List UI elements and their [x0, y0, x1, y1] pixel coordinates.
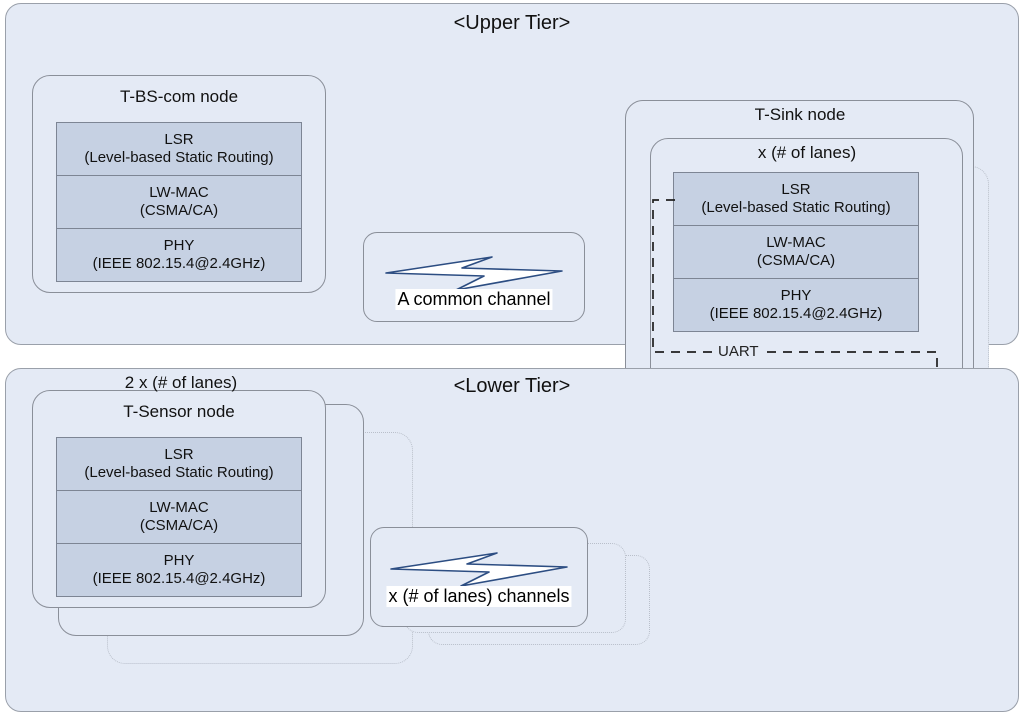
stack-layer-phy: PHY (IEEE 802.15.4@2.4GHz)	[674, 279, 918, 331]
stack-layer-lwmac: LW-MAC (CSMA/CA)	[57, 176, 301, 229]
layer-sublabel: (CSMA/CA)	[756, 252, 836, 269]
common-channel-label: A common channel	[395, 289, 553, 310]
t-sensor-lanes-label: 2 x (# of lanes)	[124, 373, 238, 392]
layer-sublabel: (Level-based Static Routing)	[84, 464, 274, 481]
protocol-stack-sink-upper: LSR (Level-based Static Routing) LW-MAC …	[673, 172, 919, 332]
stack-layer-lsr: LSR (Level-based Static Routing)	[57, 438, 301, 491]
layer-sublabel: (Level-based Static Routing)	[84, 149, 274, 166]
layer-name: LW-MAC	[149, 184, 209, 202]
stack-layer-lwmac: LW-MAC (CSMA/CA)	[57, 491, 301, 544]
layer-sublabel: (CSMA/CA)	[139, 202, 219, 219]
stack-layer-lsr: LSR (Level-based Static Routing)	[57, 123, 301, 176]
layer-name: LW-MAC	[149, 499, 209, 517]
lightning-bolt-icon	[389, 539, 569, 594]
layer-name: LW-MAC	[766, 234, 826, 252]
stack-layer-lwmac: LW-MAC (CSMA/CA)	[674, 226, 918, 279]
layer-name: PHY	[163, 237, 195, 255]
t-sensor-node-title: T-Sensor node	[123, 402, 235, 421]
stack-layer-lsr: LSR (Level-based Static Routing)	[674, 173, 918, 226]
layer-name: PHY	[780, 287, 812, 305]
t-sink-node-title: T-Sink node	[754, 105, 846, 124]
layer-sublabel: (IEEE 802.15.4@2.4GHz)	[92, 255, 266, 272]
lightning-bolt-icon	[384, 243, 564, 298]
lane-channels-label: x (# of lanes) channels	[386, 586, 572, 607]
layer-sublabel: (IEEE 802.15.4@2.4GHz)	[709, 305, 883, 322]
layer-name: LSR	[164, 131, 194, 149]
layer-name: PHY	[163, 552, 195, 570]
layer-name: LSR	[781, 181, 811, 199]
t-bs-com-node-title: T-BS-com node	[119, 87, 239, 106]
stack-layer-phy: PHY (IEEE 802.15.4@2.4GHz)	[57, 544, 301, 596]
protocol-stack-bs-com: LSR (Level-based Static Routing) LW-MAC …	[56, 122, 302, 282]
t-sink-lanes-label: x (# of lanes)	[757, 143, 857, 162]
lane-channels-bubble: x (# of lanes) channels	[370, 527, 588, 627]
layer-sublabel: (Level-based Static Routing)	[701, 199, 891, 216]
protocol-stack-sensor: LSR (Level-based Static Routing) LW-MAC …	[56, 437, 302, 597]
common-channel-bubble: A common channel	[363, 232, 585, 322]
layer-name: LSR	[164, 446, 194, 464]
stack-layer-phy: PHY (IEEE 802.15.4@2.4GHz)	[57, 229, 301, 281]
layer-sublabel: (CSMA/CA)	[139, 517, 219, 534]
layer-sublabel: (IEEE 802.15.4@2.4GHz)	[92, 570, 266, 587]
uart-label: UART	[716, 343, 761, 360]
upper-tier-title: <Upper Tier>	[453, 12, 571, 34]
lower-tier-title: <Lower Tier>	[453, 375, 571, 397]
